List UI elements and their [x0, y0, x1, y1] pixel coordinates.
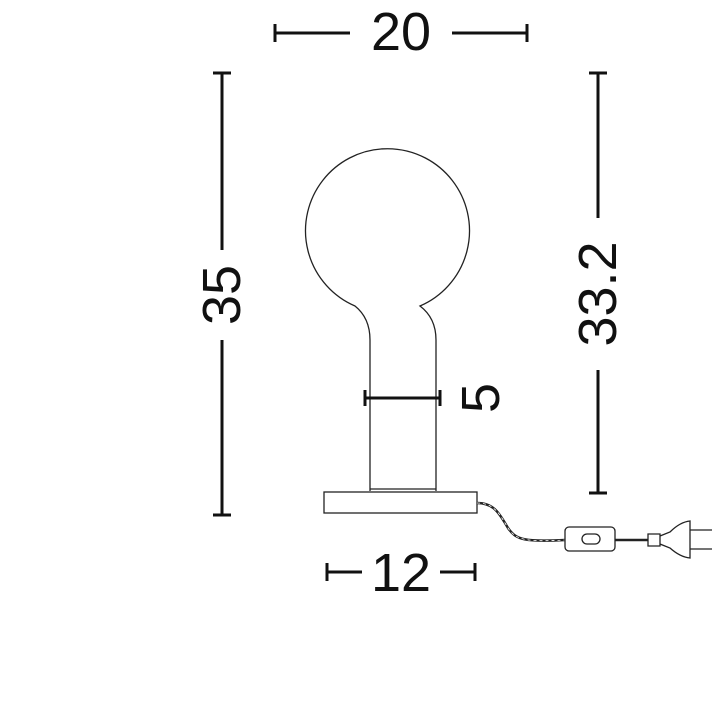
globe-and-neck	[304, 148, 471, 491]
total-height-dimension-line	[213, 71, 231, 517]
plug	[647, 520, 712, 559]
switch-button	[581, 533, 601, 545]
globe-height-dimension-line	[589, 71, 607, 495]
total-height-label: 35	[192, 265, 252, 325]
lamp-outline	[304, 148, 712, 559]
base-width-label: 12	[371, 543, 431, 603]
lamp-base	[323, 491, 478, 514]
base-width-dimension-line	[325, 563, 477, 581]
neck-dimension-line	[363, 390, 442, 406]
inline-switch	[564, 526, 616, 552]
neck-diameter-label: 5	[451, 383, 511, 413]
power-cable	[476, 501, 566, 542]
width-label: 20	[371, 2, 431, 62]
width-dimension-line	[273, 24, 529, 42]
globe-height-label: 33.2	[568, 241, 628, 346]
